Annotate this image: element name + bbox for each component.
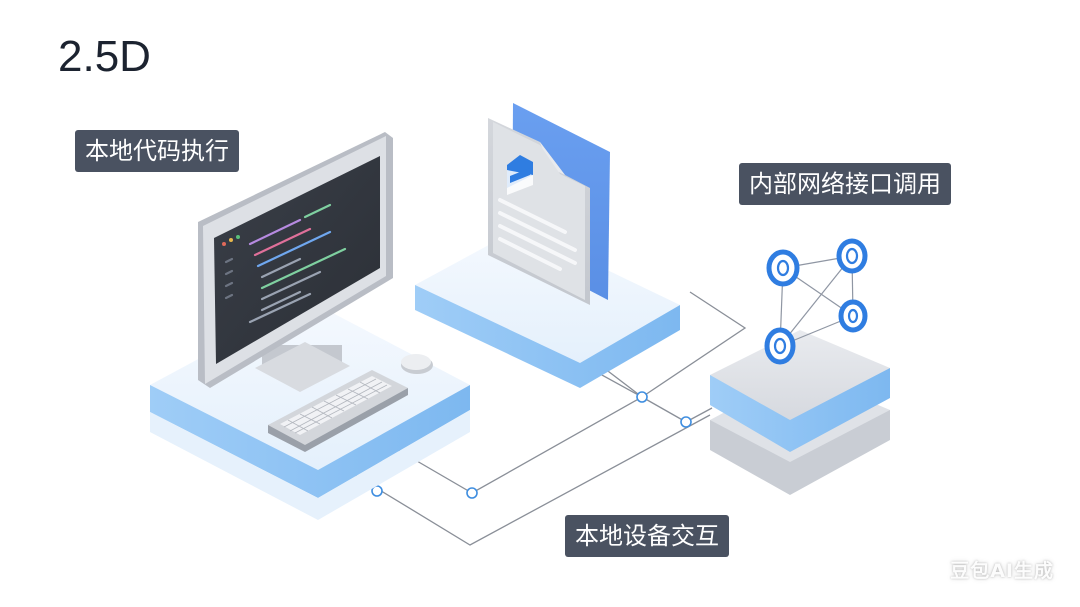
right-stack [710, 330, 890, 495]
label-local-device-interaction: 本地设备交互 [565, 515, 729, 557]
desktop-monitor-icon [198, 132, 393, 392]
label-internal-network-api: 内部网络接口调用 [739, 163, 951, 205]
ai-generated-watermark: 豆包AI生成 [950, 560, 1054, 582]
connection-nodes [371, 391, 692, 499]
connector-node-2 [466, 487, 478, 499]
middle-platform [415, 228, 680, 388]
mouse-icon [401, 354, 433, 374]
document-icon [488, 103, 610, 305]
connector-node-3 [636, 391, 648, 403]
page-title: 2.5D [58, 32, 151, 81]
connector-node-4 [680, 416, 692, 428]
keyboard-icon [268, 370, 408, 452]
network-graph-icon [764, 238, 868, 365]
connector-stack [641, 396, 687, 423]
connector-left-bottom [354, 414, 711, 546]
connector-right [599, 291, 747, 398]
connector-node-1 [371, 485, 383, 497]
label-local-code-execution: 本地代码执行 [75, 130, 239, 172]
